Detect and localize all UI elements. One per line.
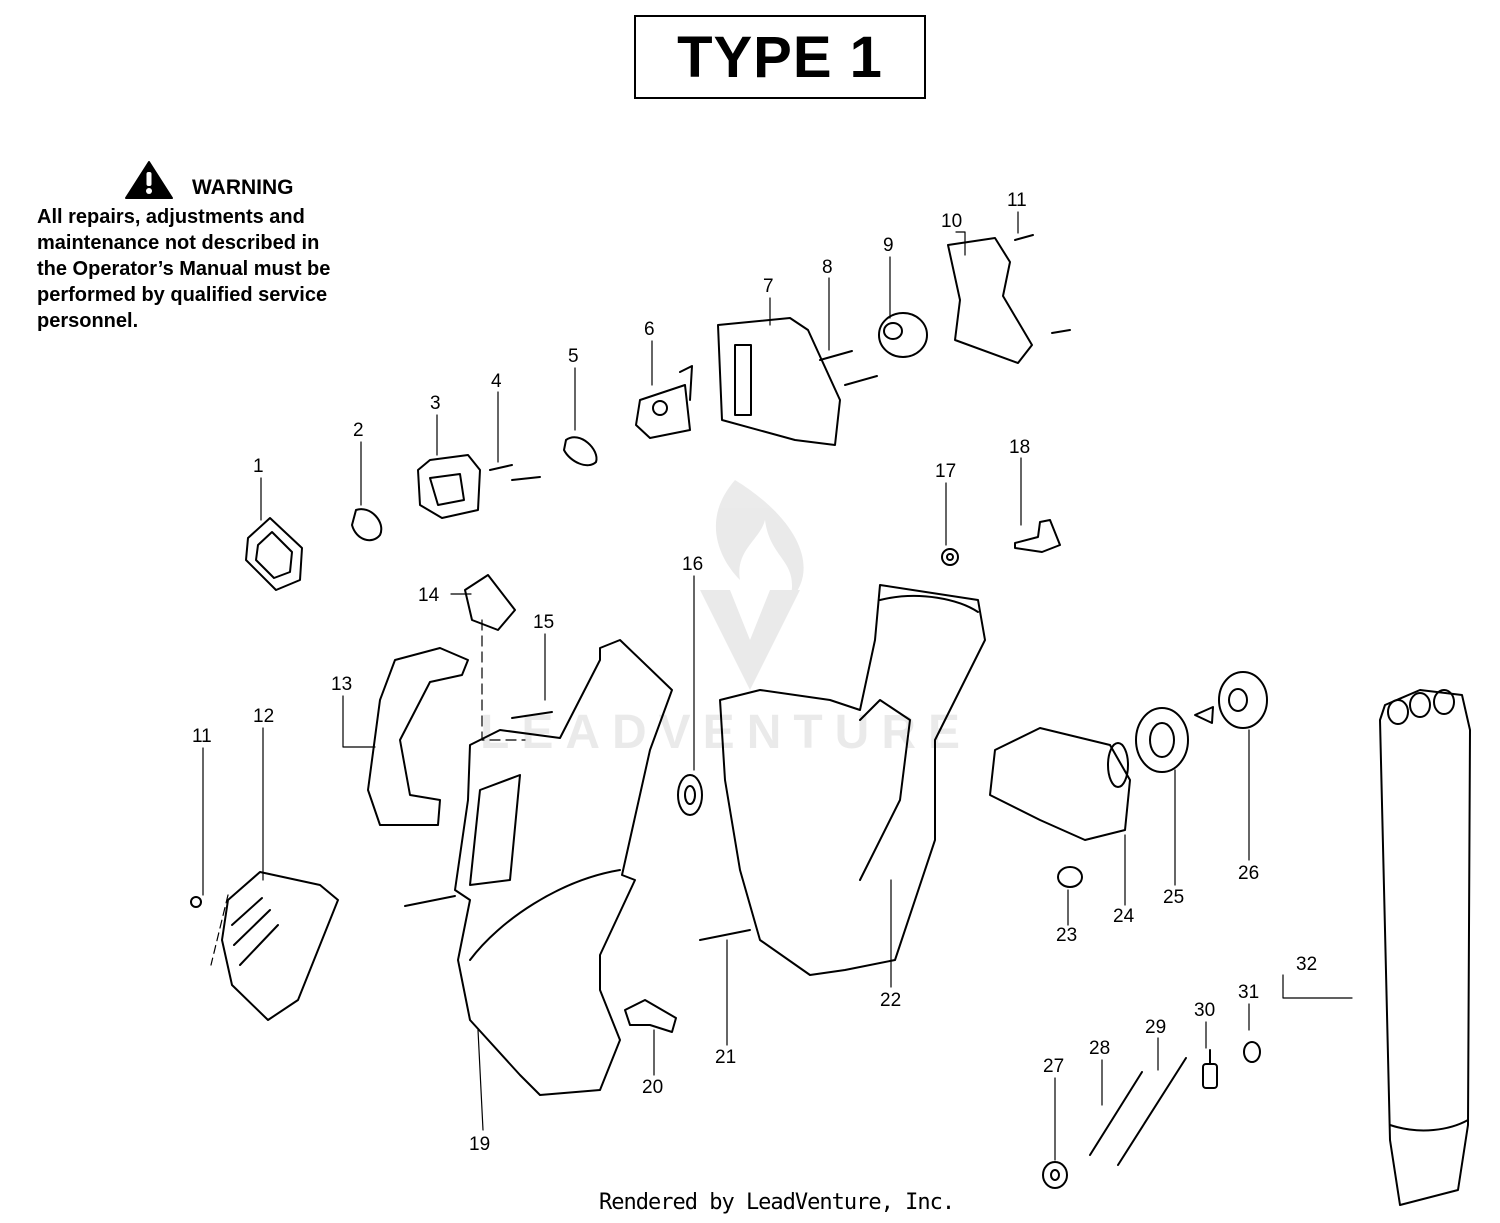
callout-22: 22 [880, 990, 901, 1011]
callout-7: 7 [763, 276, 774, 297]
footer-credit: Rendered by LeadVenture, Inc. [599, 1190, 955, 1215]
callout-8: 8 [822, 257, 833, 278]
part-grommet [1243, 1041, 1261, 1063]
part-cap [1194, 671, 1268, 729]
diagram-title: TYPE 1 [677, 24, 883, 90]
callout-21: 21 [715, 1047, 736, 1068]
part-washer [1042, 1161, 1068, 1189]
callout-5: 5 [568, 346, 579, 367]
part-screw-15 [511, 711, 553, 719]
part-small-screws [190, 234, 1071, 908]
warning-header: WARNING [124, 160, 369, 200]
callout-20: 20 [642, 1077, 663, 1098]
callout-13: 13 [331, 674, 352, 695]
warning-heading: WARNING [192, 176, 294, 199]
callout-6: 6 [644, 319, 655, 340]
part-o-ring [351, 508, 383, 542]
callout-25: 25 [1163, 887, 1184, 908]
part-seal [1135, 707, 1189, 773]
callout-4: 4 [491, 371, 502, 392]
callout-18: 18 [1009, 437, 1030, 458]
callout-14: 14 [418, 585, 440, 606]
part-tube-29 [1117, 1057, 1187, 1166]
callout-1: 1 [253, 456, 264, 477]
part-housing-left [454, 639, 673, 1096]
callout-29: 29 [1145, 1017, 1166, 1038]
part-plate [717, 317, 841, 446]
warning-line: maintenance not described in [37, 232, 320, 254]
warning-line: performed by qualified service [37, 284, 328, 306]
callout-2: 2 [353, 420, 364, 441]
warning-triangle-icon [125, 161, 173, 199]
callout-9: 9 [883, 235, 894, 256]
watermark: LEADVENTURE [480, 480, 972, 759]
watermark-text: LEADVENTURE [480, 706, 972, 759]
part-gasket [245, 517, 303, 591]
part-knob [1014, 519, 1061, 553]
callout-3: 3 [430, 393, 441, 414]
callout-19: 19 [469, 1134, 490, 1155]
part-screw-lower [404, 895, 456, 907]
warning-line: the Operator’s Manual must be [37, 258, 331, 280]
part-plug [1057, 866, 1083, 888]
part-cover [947, 237, 1033, 364]
part-pin [699, 929, 751, 941]
part-bolts [819, 350, 878, 386]
warning-line: All repairs, adjustments and [37, 206, 305, 228]
callout-26: 26 [1238, 863, 1259, 884]
callout-11-top: 11 [1007, 190, 1027, 211]
part-spacer [878, 312, 928, 358]
part-clip [624, 999, 677, 1033]
part-block [417, 454, 481, 519]
part-filter [1202, 1049, 1218, 1089]
callout-12: 12 [253, 706, 274, 727]
warning-text: All repairs, adjustments and maintenance… [37, 204, 369, 334]
title-box: TYPE 1 [634, 15, 926, 99]
callout-numbers: 1 2 3 4 5 6 7 8 9 10 11 11 12 13 14 15 1… [192, 190, 1317, 1155]
callout-30: 30 [1194, 1000, 1215, 1021]
part-nut [941, 548, 959, 566]
part-ring [563, 436, 598, 467]
callout-17: 17 [935, 461, 956, 482]
callout-15: 15 [533, 612, 554, 633]
callout-10: 10 [941, 211, 962, 232]
part-fan [677, 774, 703, 816]
part-blower-tube [1379, 689, 1471, 1206]
callout-23: 23 [1056, 925, 1077, 946]
leader-lines [202, 211, 1353, 1161]
part-tube-28 [1089, 1071, 1143, 1156]
callout-11-left: 11 [192, 726, 212, 747]
part-screws [489, 464, 541, 481]
warning-line: personnel. [37, 310, 139, 332]
part-housing-right [719, 584, 986, 976]
callout-32: 32 [1296, 954, 1317, 975]
callout-28: 28 [1089, 1038, 1110, 1059]
part-carburetor [635, 365, 693, 439]
part-foam [464, 574, 516, 631]
callout-24: 24 [1113, 906, 1135, 927]
part-guard [221, 871, 339, 1021]
callout-16: 16 [682, 554, 703, 575]
warning-block: WARNING All repairs, adjustments and mai… [37, 160, 369, 334]
part-inlet [989, 727, 1131, 841]
callout-27: 27 [1043, 1056, 1064, 1077]
callout-31: 31 [1238, 982, 1259, 1003]
part-handle [367, 647, 469, 826]
